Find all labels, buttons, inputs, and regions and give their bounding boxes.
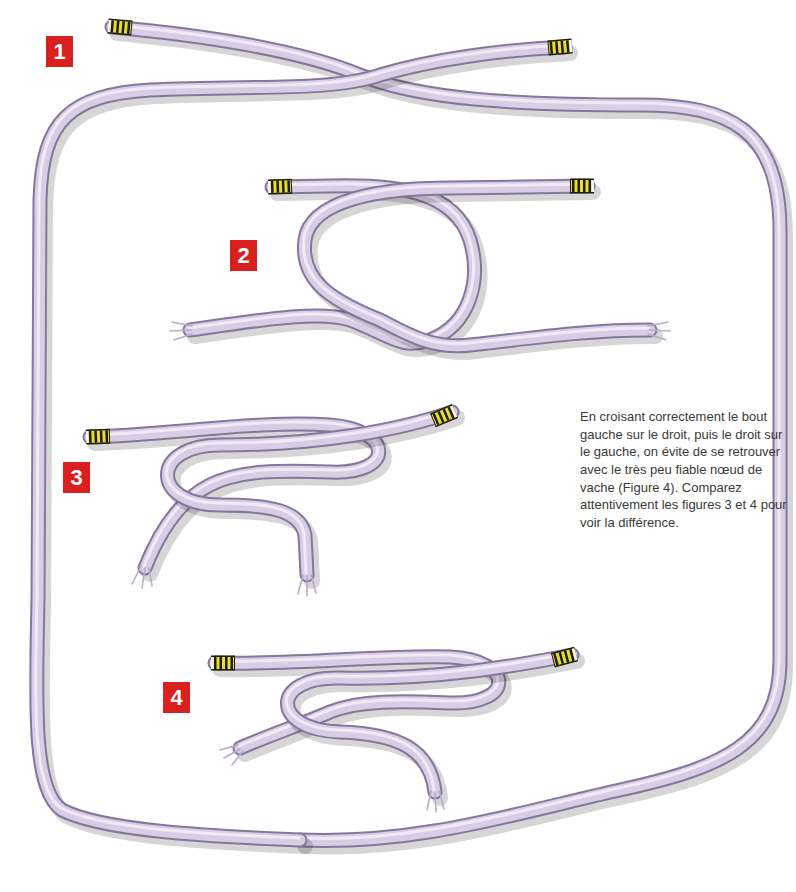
callout-box: 2 — [230, 240, 257, 271]
note-text: En croisant correctement le bout gauche … — [580, 408, 790, 532]
callout-box: 4 — [163, 682, 190, 713]
rope-figure-2 — [170, 184, 670, 352]
rope-figure-3 — [86, 410, 457, 596]
callout-number: 1 — [53, 41, 65, 63]
callout-box: 3 — [63, 462, 90, 493]
callout-number: 4 — [170, 687, 182, 709]
callout-box: 1 — [46, 36, 73, 67]
callout-number: 3 — [70, 467, 82, 489]
rope-figure-4 — [211, 653, 577, 812]
callout-number: 2 — [237, 245, 249, 267]
